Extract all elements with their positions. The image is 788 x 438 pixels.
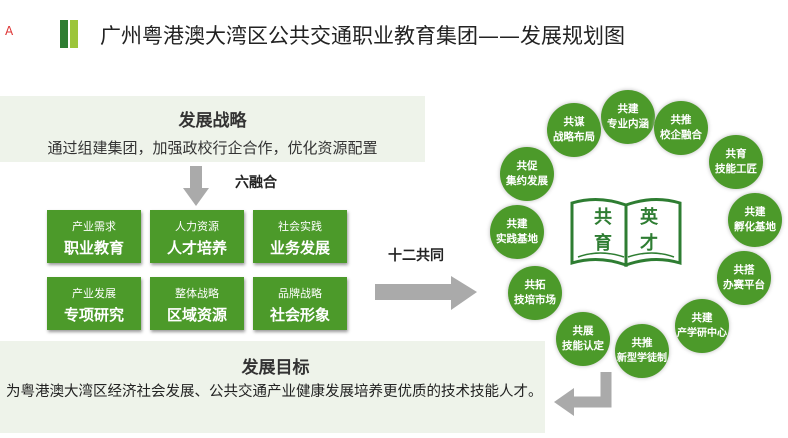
right-arrow-icon xyxy=(375,276,477,310)
common-circle: 共建孵化基地 xyxy=(728,193,782,247)
circle-bottom: 技能工匠 xyxy=(715,163,757,175)
integration-box: 产业需求职业教育 xyxy=(47,210,141,263)
circle-bottom: 办赛平台 xyxy=(723,279,765,291)
book-char-4: 才 xyxy=(640,233,658,254)
common-circle: 共建实践基地 xyxy=(490,205,544,259)
circle-bottom: 专业内涵 xyxy=(607,118,649,130)
book-char-2: 英 xyxy=(640,207,658,228)
box-subtitle: 产业需求 xyxy=(72,220,116,233)
book-char-1: 共 xyxy=(594,207,612,228)
box-subtitle: 品牌战略 xyxy=(278,287,322,300)
common-circle: 共推新型学徒制 xyxy=(615,324,669,378)
return-arrow-icon xyxy=(554,372,612,416)
common-circle: 共展技能认定 xyxy=(556,312,610,366)
circle-top: 共谋 xyxy=(563,116,585,128)
book-char-3: 育 xyxy=(594,233,612,254)
common-circle: 共育技能工匠 xyxy=(709,135,763,189)
box-title: 区域资源 xyxy=(166,306,227,324)
circle-top: 共推 xyxy=(670,114,692,126)
twelve-common-label: 十二共同 xyxy=(388,248,444,264)
box-title: 人才培养 xyxy=(166,239,227,257)
book-icon: 共 英 育 才 xyxy=(568,193,684,273)
integration-box: 品牌战略社会形象 xyxy=(253,277,347,330)
common-circle: 共推校企融合 xyxy=(654,101,708,155)
strategy-text: 通过组建集团，加强政校行企合作，优化资源配置 xyxy=(47,139,378,157)
circle-bottom: 集约发展 xyxy=(506,175,548,187)
box-title: 职业教育 xyxy=(63,239,124,257)
circle-bottom: 实践基地 xyxy=(496,233,538,245)
box-subtitle: 产业发展 xyxy=(72,287,116,300)
circle-top: 共推 xyxy=(631,337,653,349)
title-bar-dark xyxy=(60,20,68,48)
circle-top: 共建 xyxy=(744,206,766,218)
box-title: 社会形象 xyxy=(269,306,330,324)
box-subtitle: 整体战略 xyxy=(175,287,219,300)
circle-bottom: 技能认定 xyxy=(562,340,604,352)
circle-top: 共搭 xyxy=(733,264,755,276)
integration-box: 产业发展专项研究 xyxy=(47,277,141,330)
circle-bottom: 新型学徒制 xyxy=(617,353,667,364)
circle-bottom: 产学研中心 xyxy=(677,328,727,339)
common-circle: 共拓技培市场 xyxy=(508,266,562,320)
box-subtitle: 人力资源 xyxy=(175,220,219,233)
integration-box: 整体战略区域资源 xyxy=(150,277,244,330)
six-integration-label: 六融合 xyxy=(235,175,277,191)
common-circle: 共谋战略布局 xyxy=(547,103,601,157)
common-circle: 共建专业内涵 xyxy=(601,90,655,144)
common-circle: 共搭办赛平台 xyxy=(717,251,771,305)
down-arrow-icon xyxy=(183,166,209,206)
circle-top: 共拓 xyxy=(524,279,546,291)
page-title: 广州粤港澳大湾区公共交通职业教育集团——发展规划图 xyxy=(100,24,625,48)
circle-top: 共建 xyxy=(617,103,639,115)
circle-top: 共育 xyxy=(725,148,747,160)
slide-marker: A xyxy=(5,24,14,38)
circle-top: 共建 xyxy=(506,218,528,230)
circle-bottom: 技培市场 xyxy=(514,294,556,306)
goal-heading: 发展目标 xyxy=(241,358,310,378)
circle-bottom: 校企融合 xyxy=(660,129,702,141)
strategy-panel: 发展战略 通过组建集团，加强政校行企合作，优化资源配置 xyxy=(0,96,425,162)
circle-bottom: 战略布局 xyxy=(553,131,595,143)
circle-bottom: 孵化基地 xyxy=(734,221,776,233)
title-bar-light xyxy=(70,20,78,48)
circle-top: 共促 xyxy=(516,160,538,172)
common-circle: 共促集约发展 xyxy=(500,147,554,201)
integration-box: 人力资源人才培养 xyxy=(150,210,244,263)
box-title: 专项研究 xyxy=(63,306,124,324)
box-subtitle: 社会实践 xyxy=(278,220,322,233)
strategy-heading: 发展战略 xyxy=(178,111,247,131)
common-circle: 共建产学研中心 xyxy=(675,299,729,353)
goal-panel: 发展目标 为粤港澳大湾区经济社会发展、公共交通产业健康发展培养更优质的技术技能人… xyxy=(0,341,545,433)
goal-text: 为粤港澳大湾区经济社会发展、公共交通产业健康发展培养更优质的技术技能人才。 xyxy=(6,384,543,400)
circle-top: 共展 xyxy=(572,325,594,337)
integration-box: 社会实践业务发展 xyxy=(253,210,347,263)
box-title: 业务发展 xyxy=(269,239,330,257)
circle-top: 共建 xyxy=(691,312,713,324)
